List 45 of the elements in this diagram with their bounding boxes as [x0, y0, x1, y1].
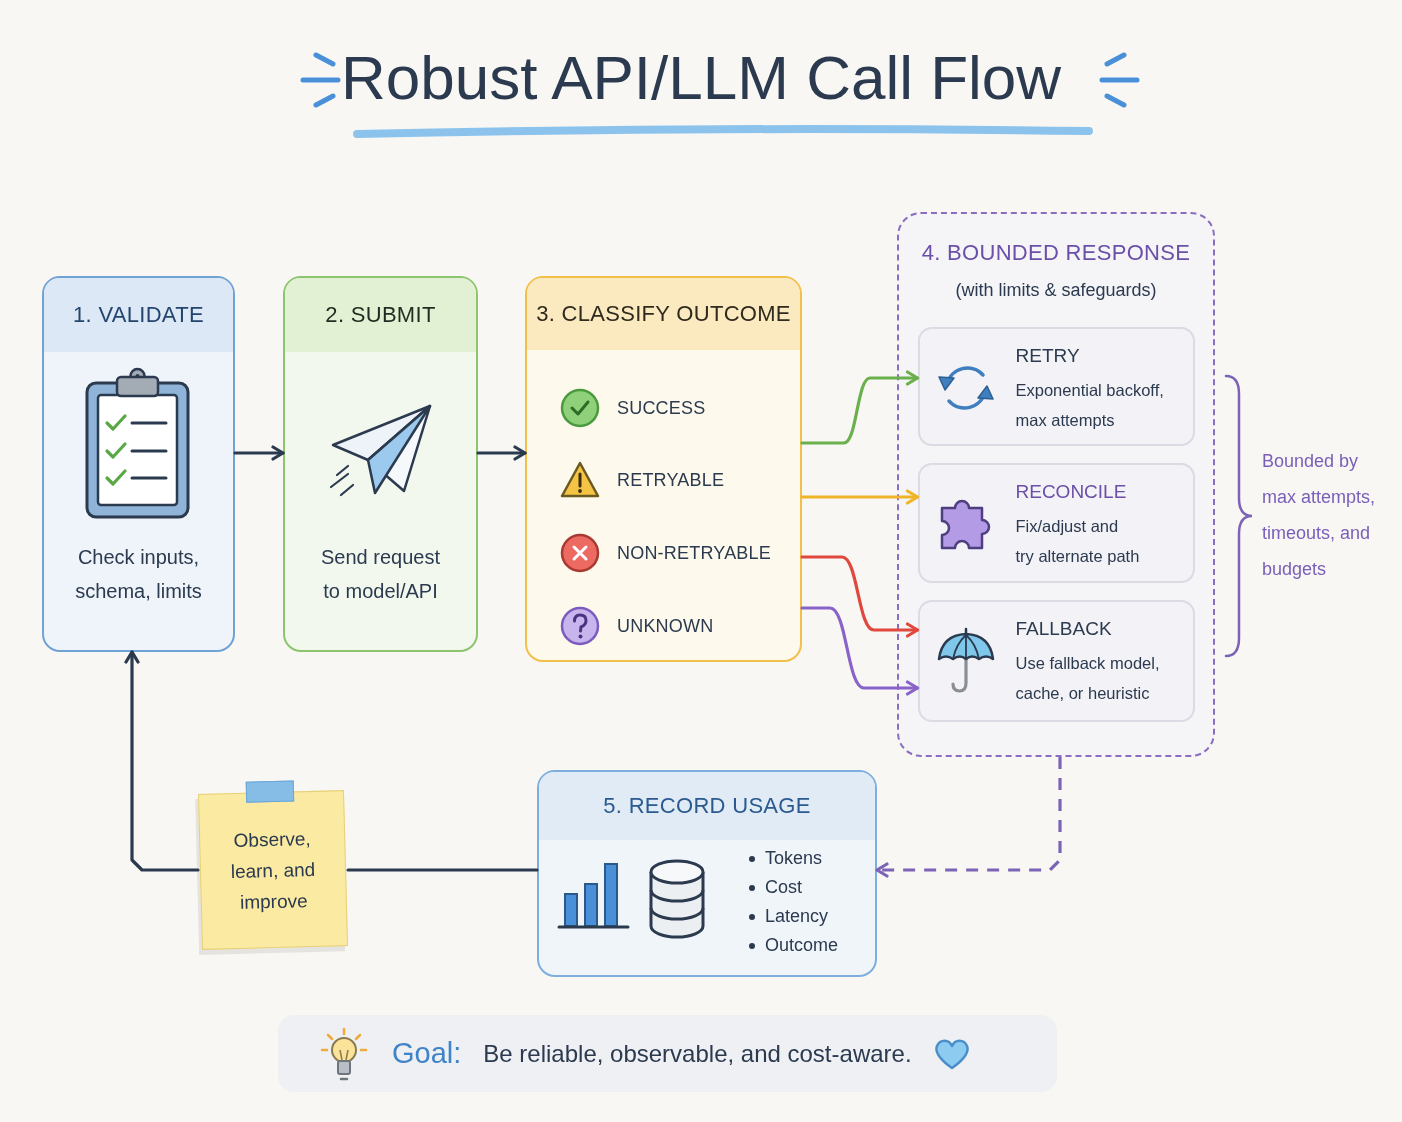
group-subtitle: (with limits & safeguards)	[955, 279, 1157, 302]
option-card	[917, 326, 1195, 446]
step-description: Check inputs, schema, limits	[74, 545, 203, 604]
arrow	[800, 489, 920, 505]
dashed-arrow	[875, 757, 1062, 878]
step-card	[283, 276, 478, 652]
usage-metric: Outcome	[765, 934, 839, 957]
step-description: Send request to model/API	[320, 545, 441, 604]
outcome-label: SUCCESS	[617, 397, 706, 420]
option-title: RETRY	[1015, 343, 1080, 368]
step-card	[525, 276, 802, 662]
option-card	[917, 599, 1195, 722]
diagram-title: Robust API/LLM Call Flow	[340, 42, 1062, 114]
arrow	[800, 606, 920, 696]
usage-card	[537, 770, 877, 977]
step-header: 2. SUBMIT	[285, 278, 476, 352]
option-card	[917, 462, 1195, 583]
step-header: 3. CLASSIFY OUTCOME	[527, 278, 800, 350]
dashed-group-panel	[897, 212, 1215, 757]
goal-text: Be reliable, observable, and cost-aware.	[483, 1039, 912, 1068]
outcome-label: NON-RETRYABLE	[617, 542, 771, 565]
arrow	[124, 650, 200, 872]
note-text: Observe, learn, and improve	[229, 827, 317, 915]
arrow	[233, 445, 285, 461]
option-description: Use fallback model, cache, or heuristic	[1015, 652, 1161, 704]
option-title: FALLBACK	[1015, 616, 1112, 641]
usage-metric: Tokens	[765, 847, 823, 870]
step-card	[42, 276, 235, 652]
connector-line	[346, 868, 539, 872]
option-description: Exponential backoff, max attempts	[1015, 379, 1165, 431]
group-title: 4. BOUNDED RESPONSE	[921, 239, 1191, 267]
arrow	[476, 445, 527, 461]
usage-metric: Latency	[765, 905, 829, 928]
step-header: 1. VALIDATE	[44, 278, 233, 352]
usage-metric: Cost	[765, 876, 802, 899]
option-description: Fix/adjust and try alternate path	[1015, 515, 1141, 567]
outcome-label: RETRYABLE	[617, 469, 725, 492]
arrow	[800, 370, 920, 445]
step-header: 5. RECORD USAGE	[539, 772, 875, 840]
goal-label: Goal:	[392, 1037, 462, 1070]
outcome-label: UNKNOWN	[617, 615, 714, 638]
option-title: RECONCILE	[1015, 479, 1127, 504]
arrow	[800, 555, 920, 638]
goal-banner	[278, 1015, 1057, 1092]
bracket-note: Bounded by max attempts, timeouts, and budgets	[1262, 450, 1377, 581]
